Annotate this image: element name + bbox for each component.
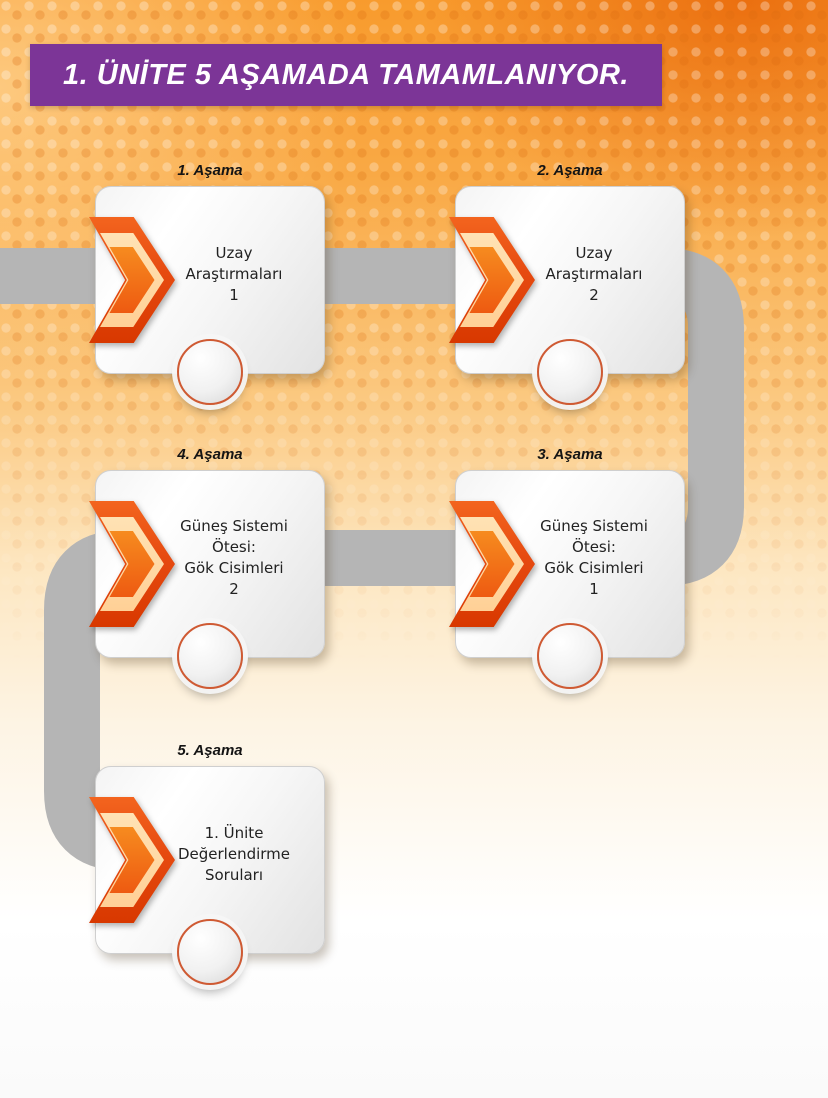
stage-2-label: 2. Aşama (537, 162, 603, 179)
stage-3: 3. Aşama Güneş Sistemi Ötesi: Gök Cisiml… (449, 446, 685, 689)
stage-4-title: Güneş Sistemi Ötesi: Gök Cisimleri 2 (180, 517, 288, 598)
stage-2-card[interactable]: Uzay Araştırmaları 2 (449, 186, 685, 405)
stage-5-label: 5. Aşama (177, 742, 243, 759)
stage-4-card[interactable]: Güneş Sistemi Ötesi: Gök Cisimleri 2 (89, 470, 325, 689)
page-title-banner: 1. ÜNİTE 5 AŞAMADA TAMAMLANIYOR. (30, 44, 662, 106)
stage-4: 4. Aşama Güneş Sistemi Ötesi: Gök Cisiml… (89, 446, 325, 689)
stage-3-card[interactable]: Güneş Sistemi Ötesi: Gök Cisimleri 1 (449, 470, 685, 689)
stage-1: 1. Aşama Uzay Araştırmaları 1 (89, 162, 325, 405)
stage-1-title: Uzay Araştırmaları 1 (185, 243, 283, 304)
stage-3-title: Güneş Sistemi Ötesi: Gök Cisimleri 1 (540, 517, 648, 598)
progress-circle (177, 339, 243, 405)
stage-1-card[interactable]: Uzay Araştırmaları 1 (89, 186, 325, 405)
stage-4-label: 4. Aşama (177, 446, 243, 463)
progress-circle (177, 919, 243, 985)
connector-path (0, 248, 744, 871)
stage-2: 2. Aşama Uzay Araştırmaları 2 (449, 162, 685, 405)
stage-3-label: 3. Aşama (537, 446, 603, 463)
stage-1-label: 1. Aşama (177, 162, 243, 179)
progress-circle (537, 623, 603, 689)
progress-circle (177, 623, 243, 689)
progress-circle (537, 339, 603, 405)
stage-2-title: Uzay Araştırmaları 2 (545, 243, 643, 304)
page-title: 1. ÜNİTE 5 AŞAMADA TAMAMLANIYOR. (63, 58, 629, 91)
stage-5-title: 1. Ünite Değerlendirme Soruları (177, 823, 291, 884)
stage-5: 5. Aşama 1. Ünite Değerlendirme Soruları (89, 742, 325, 985)
stage-5-card[interactable]: 1. Ünite Değerlendirme Soruları (89, 766, 325, 985)
